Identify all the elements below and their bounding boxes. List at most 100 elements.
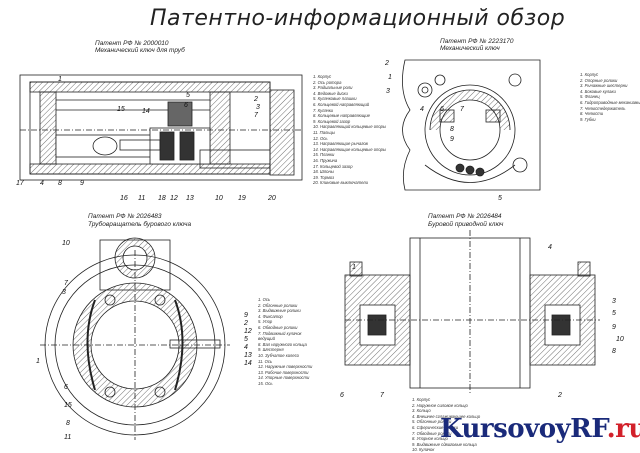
- legend-item: 5. Упор: [258, 319, 273, 325]
- legend-item: 18. Шпоны: [313, 169, 334, 175]
- legend-item: 9. Губки: [580, 116, 596, 122]
- callout: 2: [244, 320, 248, 327]
- legend-item: 7. Челюстедержатель: [580, 105, 626, 111]
- callout: 5: [612, 310, 616, 317]
- callout: 18: [158, 195, 166, 202]
- callout: 5: [498, 195, 502, 202]
- legend-item: 2. Обгонные ролики: [258, 302, 298, 308]
- legend-item: 5. Кулачковые плашки: [313, 96, 357, 102]
- callout: 5: [186, 92, 190, 99]
- legend-item: 2. Опорные ролики: [580, 77, 618, 83]
- legend-item: 14. Упорные поверхности: [258, 375, 310, 381]
- callout: 15: [64, 402, 72, 409]
- callout: 14: [142, 108, 150, 115]
- patent1-heading: Патент РФ № 2000010: [95, 40, 169, 47]
- patent4-subtitle: Буровой приводной ключ: [428, 221, 504, 228]
- callout: 15: [117, 106, 125, 113]
- callout: 13: [244, 352, 252, 359]
- callout: 12: [244, 328, 252, 335]
- legend-item: 3. Рычажные шестерни: [580, 83, 628, 89]
- callout: 4: [244, 344, 248, 351]
- legend-item: 4. Ведомые диски: [313, 90, 348, 96]
- legend-item: 17. Кольцевой зазор: [313, 163, 353, 169]
- patent2-heading: Патент РФ № 2223170: [440, 38, 514, 45]
- patent1-subtitle: Механический ключ для труб: [95, 47, 185, 54]
- callout: 2: [385, 60, 389, 67]
- watermark-suffix: .ru: [606, 414, 640, 444]
- legend-item: 4. Внешнее сглаживающее кольцо: [412, 413, 481, 419]
- callout: 12: [170, 195, 178, 202]
- legend-item: 2. Ось ротора: [313, 79, 342, 85]
- callout: 14: [244, 360, 252, 367]
- legend-item: 7. Кулачки: [313, 107, 334, 113]
- legend-item: ведущий: [258, 336, 275, 342]
- callout: 1: [58, 76, 62, 83]
- legend-item: 13. Направляющие рычагов: [313, 141, 368, 147]
- callout: 6: [64, 384, 68, 391]
- callout: 5: [244, 336, 248, 343]
- legend-item: 6. Сферические ролики: [412, 424, 459, 430]
- drawing-patent4: [344, 230, 600, 395]
- legend-item: 6. Обводные ролики: [258, 324, 298, 330]
- callout: 1: [388, 74, 392, 81]
- drawing-patent1: [19, 74, 303, 181]
- callout: 19: [238, 195, 246, 202]
- callout: 13: [186, 195, 194, 202]
- legend-item: 5. Фланец: [580, 94, 600, 100]
- callout: 8: [450, 126, 454, 133]
- callout: 9: [244, 312, 248, 319]
- callout: 7: [380, 392, 384, 399]
- callout: 16: [120, 195, 128, 202]
- legend-item: 6. Кольцевой направляющий: [313, 101, 370, 107]
- legend-item: 5. Обгонные ролики: [412, 419, 452, 425]
- legend-item: 19. Тормоз: [313, 174, 335, 180]
- legend-item: 2. Наружное силовое кольцо: [412, 402, 468, 408]
- legend-item: 16. Пружина: [313, 157, 338, 163]
- callout: 7: [64, 280, 68, 287]
- callout: 6: [440, 106, 444, 113]
- legend-item: 4. Фиксатор: [258, 313, 283, 319]
- callout: 4: [548, 244, 552, 251]
- legend-item: 10. Зубчатое колесо: [258, 352, 299, 358]
- callout: 4: [40, 180, 44, 187]
- legend-item: 13. Рабочие поверхности: [258, 369, 309, 375]
- callout: 2: [558, 392, 562, 399]
- watermark-logo[interactable]: KursovoyRF.ru: [440, 414, 640, 444]
- legend-item: 3. Кольцо: [412, 408, 431, 414]
- callout: 1: [352, 264, 356, 271]
- callout: 6: [184, 102, 188, 109]
- callout: 11: [64, 434, 72, 441]
- callout: 4: [420, 106, 424, 113]
- callout: 1: [36, 358, 40, 365]
- legend-item: 11. Ось: [258, 358, 273, 364]
- callout: 8: [58, 180, 62, 187]
- drawing-patent2: [402, 59, 541, 191]
- callout: 3: [62, 289, 66, 296]
- callout: 17: [16, 180, 24, 187]
- callout: 9: [612, 324, 616, 331]
- legend-item: 4. Боковые кулаки: [580, 88, 616, 94]
- legend-item: 20. Клиновые выключатели: [313, 180, 368, 186]
- legend-item: 12. Ось: [313, 135, 328, 141]
- callout: 3: [386, 88, 390, 95]
- callout: 6: [340, 392, 344, 399]
- callout: 7: [254, 112, 258, 119]
- patent2-subtitle: Механический ключ: [440, 45, 500, 52]
- legend-item: 1. Корпус: [313, 74, 332, 79]
- callout: 8: [66, 420, 70, 427]
- legend-item: 1. Корпус: [412, 397, 431, 402]
- legend-item: 8. Упорное кольцо: [412, 436, 448, 442]
- callout: 9: [80, 180, 84, 187]
- legend-item: 10. Направляющий кольцевые опоры: [313, 124, 387, 130]
- legend-item: 1. Корпус: [580, 72, 599, 77]
- legend-item: 1. Ось: [258, 297, 271, 302]
- legend-item: 3. Радиальные роли: [313, 85, 353, 91]
- legend-item: 3. Выдвижные ролики: [258, 308, 301, 314]
- callout: 3: [612, 298, 616, 305]
